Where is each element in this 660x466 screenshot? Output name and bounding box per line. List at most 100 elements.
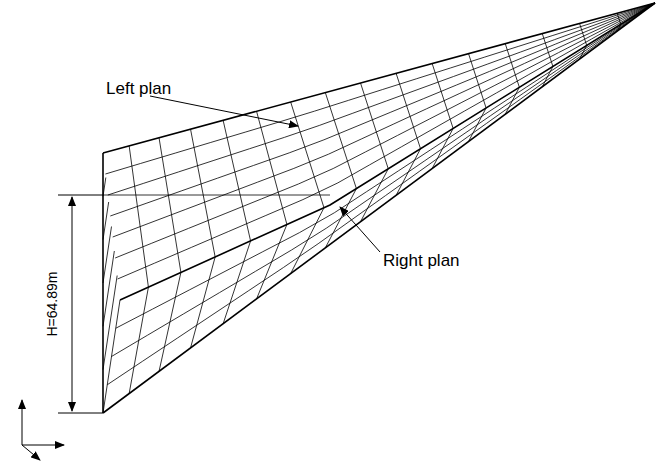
- axes: [22, 400, 64, 460]
- mesh-line: [398, 119, 430, 136]
- mesh-line: [113, 223, 149, 237]
- mesh-line: [155, 247, 192, 263]
- mesh-line: [324, 126, 357, 140]
- mesh-line: [390, 99, 423, 113]
- mesh-line: [432, 64, 453, 129]
- part-label: Left plan: [106, 80, 171, 97]
- mesh-line: [315, 100, 349, 111]
- mesh-line: [146, 191, 182, 204]
- mesh-line: [465, 93, 497, 111]
- mesh-line: [249, 137, 284, 149]
- mesh-line: [229, 215, 266, 231]
- mesh-line: [334, 192, 366, 213]
- mesh-line: [303, 183, 338, 200]
- mesh-line: [291, 208, 324, 274]
- mesh-line: [394, 109, 427, 124]
- mesh-line: [107, 361, 142, 384]
- mesh-line: [266, 200, 303, 216]
- mesh-line: [489, 58, 522, 72]
- dimension-label: H=64.89m: [45, 272, 59, 337]
- mesh-line: [430, 102, 462, 119]
- mesh-line: [257, 111, 287, 224]
- mesh-line: [425, 138, 458, 161]
- mesh-line: [225, 199, 262, 214]
- mesh-line: [116, 309, 153, 328]
- mesh-line: [298, 169, 333, 184]
- mesh-line: [292, 228, 327, 250]
- mesh-line: [294, 154, 329, 168]
- mesh-line: [588, 27, 622, 51]
- mesh-line: [556, 30, 589, 44]
- mesh-line: [129, 146, 148, 287]
- mesh-line: [396, 73, 420, 148]
- mesh-line: [361, 83, 389, 169]
- part-label: Right plan: [383, 252, 460, 269]
- mesh-line: [285, 125, 320, 137]
- mesh-line: [361, 124, 394, 139]
- mesh-line: [103, 251, 114, 326]
- mesh-line: [112, 335, 148, 356]
- mesh-line: [159, 138, 181, 273]
- mesh-line: [326, 206, 359, 229]
- mesh-line: [148, 314, 184, 335]
- mesh-line: [213, 291, 248, 314]
- mesh-line: [591, 24, 623, 45]
- mesh-line: [221, 182, 257, 196]
- mesh-line: [143, 338, 178, 361]
- mesh-line: [365, 135, 397, 152]
- mesh-line: [386, 172, 420, 196]
- mesh-line: [175, 143, 210, 153]
- mesh-line: [521, 40, 555, 52]
- mesh-line: [223, 120, 250, 241]
- mesh-line: [110, 203, 146, 216]
- mesh-line: [248, 267, 283, 290]
- mesh-lines: [103, 3, 655, 413]
- mesh-line: [184, 293, 220, 314]
- dimension: [58, 195, 330, 413]
- mesh-line: [357, 112, 390, 126]
- mesh-line: [182, 178, 218, 191]
- mesh-line: [556, 48, 589, 71]
- mesh-line: [487, 52, 521, 64]
- mesh-line: [289, 140, 324, 153]
- mesh-line: [118, 263, 155, 279]
- mesh-line: [218, 165, 254, 178]
- mesh-line: [519, 35, 553, 46]
- mesh-line: [103, 300, 120, 413]
- mesh-line: [258, 168, 294, 182]
- mesh-line: [140, 153, 175, 163]
- leader-lines: [150, 96, 380, 252]
- mesh-line: [329, 139, 362, 154]
- mesh-line: [103, 276, 117, 370]
- mesh-line: [191, 129, 216, 257]
- mesh-line: [419, 147, 453, 171]
- mesh-line: [149, 210, 185, 224]
- mesh-line: [185, 196, 221, 210]
- mesh-line: [280, 111, 315, 122]
- mesh-line: [256, 250, 292, 271]
- mesh-line: [105, 164, 140, 174]
- mesh-line: [319, 113, 353, 125]
- mesh-line: [192, 231, 229, 247]
- mesh-line: [333, 152, 365, 169]
- mesh-line: [349, 89, 383, 100]
- mesh-line: [284, 244, 319, 268]
- mesh-line: [338, 165, 370, 183]
- mesh-line: [456, 71, 489, 85]
- mesh-line: [115, 243, 152, 258]
- mesh-line: [245, 122, 280, 132]
- mesh-line: [353, 101, 387, 113]
- mesh-line: [417, 68, 451, 79]
- mesh-line: [386, 89, 420, 101]
- mesh-line: [451, 57, 485, 68]
- mesh-line: [459, 79, 492, 94]
- mesh-line: [188, 214, 225, 229]
- mesh-line: [325, 93, 356, 189]
- mesh-line: [103, 202, 109, 240]
- mesh-line: [253, 153, 289, 166]
- mesh-line: [527, 66, 559, 87]
- mesh-line: [210, 132, 245, 142]
- mesh-line: [143, 172, 178, 184]
- mesh-line: [487, 99, 521, 123]
